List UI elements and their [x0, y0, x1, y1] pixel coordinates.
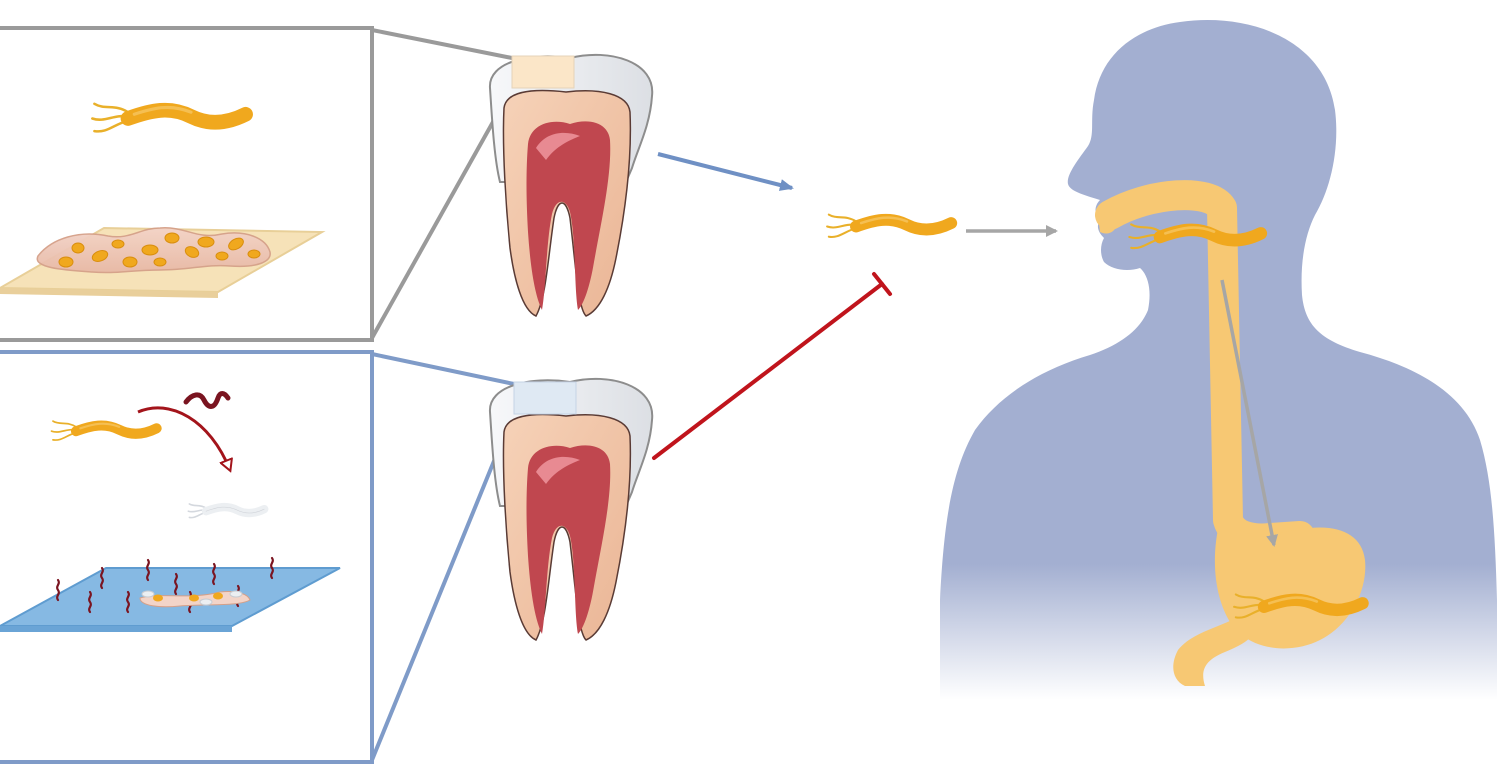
- treated-tooth: [488, 377, 654, 641]
- inhibition-line: [652, 282, 884, 460]
- untreated-tooth: [488, 53, 654, 317]
- biofilm-bacteria: [58, 232, 261, 268]
- duodenum: [1173, 620, 1255, 686]
- untreated-zoom-line-bottom: [370, 87, 514, 339]
- treated-zoom-line-top: [371, 352, 515, 386]
- mouth-marker: [1098, 212, 1118, 234]
- treated-panel-frame: [0, 350, 374, 764]
- peptide-molecule: [183, 391, 231, 409]
- inactivation-arrow: [137, 406, 230, 470]
- untreated-zoom-line-top: [371, 28, 513, 60]
- inactivated-bacterium: [187, 502, 269, 519]
- treated-tooth-pulp: [526, 445, 611, 634]
- stomach: [1214, 520, 1366, 649]
- swallow-path-arrow: [1220, 279, 1278, 547]
- inhibition-bar: [872, 272, 892, 296]
- untreated-panel: [0, 26, 514, 342]
- coated-surface: [0, 556, 341, 632]
- oral-bacterium: [827, 215, 951, 237]
- sparse-biofilm: [139, 590, 251, 608]
- untreated-tooth-pulp: [526, 121, 611, 310]
- tooth-to-bacterium-arrow: [657, 152, 794, 191]
- treated-tooth-sample-region: [513, 381, 577, 415]
- biofilm-surface: [0, 226, 326, 298]
- untreated-tooth-sample-region: [511, 55, 575, 89]
- treated-panel: [0, 350, 516, 764]
- inhibition-marker: [652, 272, 892, 460]
- treated-zoom-line-bottom: [370, 411, 516, 761]
- digestive-tract: [1095, 180, 1366, 686]
